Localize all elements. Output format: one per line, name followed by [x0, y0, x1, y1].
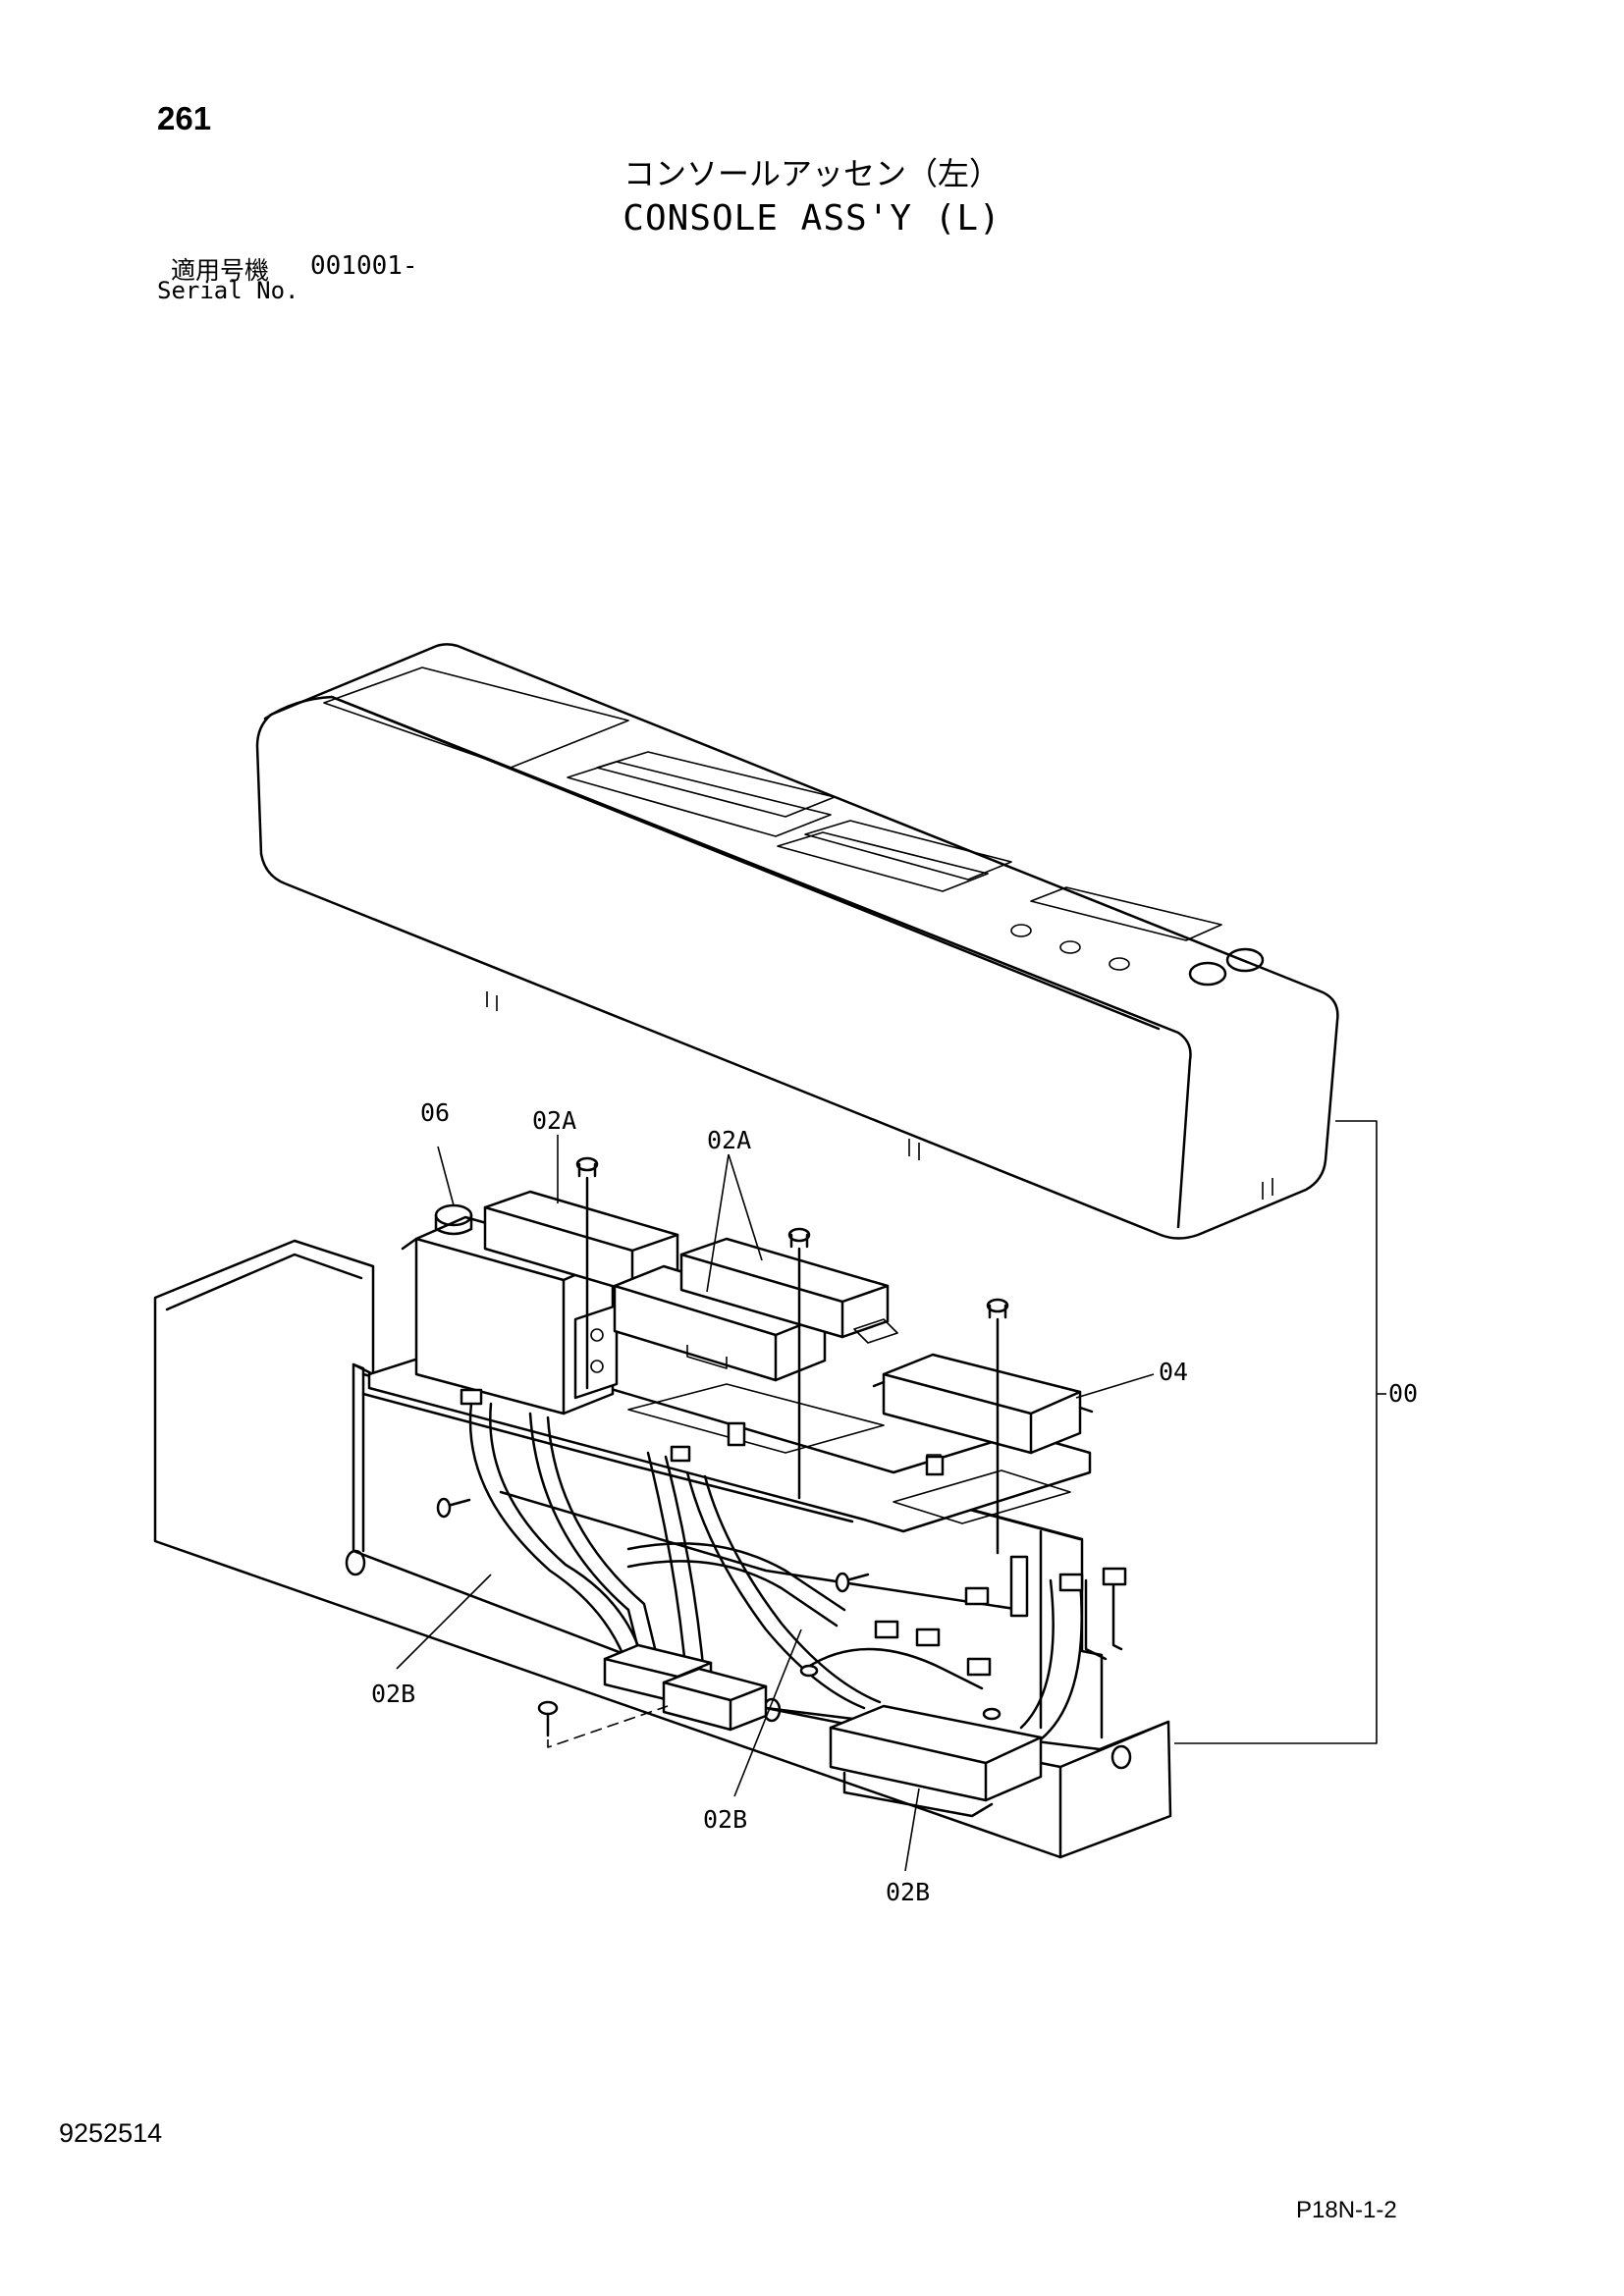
wire-connectors [460, 1388, 1127, 1677]
page-number: 261 [157, 100, 212, 136]
bolts [436, 1156, 1009, 1737]
console-cover [255, 643, 1339, 1240]
leader-lines [396, 1120, 1386, 1872]
callout-02a-middle: 02A [707, 1126, 751, 1154]
control-module-lower [829, 1704, 1043, 1818]
serial-label-english: Serial No. [157, 277, 299, 304]
callout-02b-left: 02B [371, 1680, 415, 1708]
callout-04: 04 [1159, 1358, 1188, 1386]
console-base [153, 1239, 1172, 1859]
serial-label-japanese: 適用号機 [171, 256, 270, 285]
connector-block-center [662, 1667, 768, 1732]
installation-guide-line [547, 1705, 669, 1748]
relay-box-right [679, 1237, 898, 1344]
callout-00: 00 [1388, 1379, 1418, 1408]
callout-06: 06 [420, 1098, 450, 1127]
serial-number-range: 001001- [310, 251, 418, 281]
callout-02a-top: 02A [532, 1106, 576, 1135]
title-english: CONSOLE ASS'Y (L) [623, 198, 1001, 239]
page-code: P18N-1-2 [1296, 2197, 1397, 2223]
title-japanese: コンソールアッセン（左） [623, 155, 1001, 192]
callout-02b-right: 02B [886, 1878, 930, 1906]
document-number: 9252514 [59, 2118, 163, 2148]
callout-02b-center: 02B [703, 1805, 747, 1834]
electrical-unit-04 [872, 1353, 1094, 1455]
